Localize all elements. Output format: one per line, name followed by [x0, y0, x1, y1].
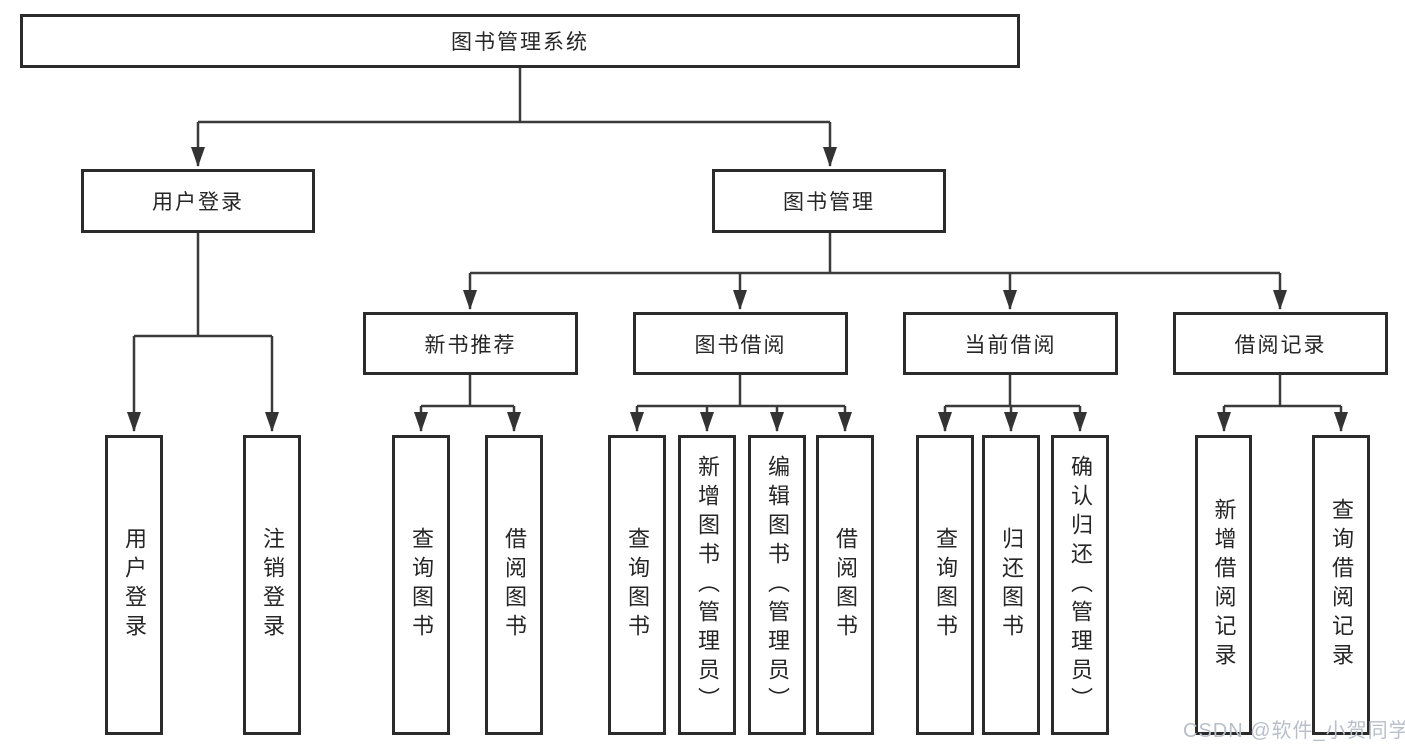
node-leaf-query-books-current: 查询图书: [916, 435, 974, 735]
node-label: 借阅记录: [1234, 333, 1327, 357]
node-label: 编辑图书（管理员）: [765, 454, 790, 716]
node-label: 新书推荐: [424, 333, 517, 357]
node-leaf-confirm-return-admin: 确认归还（管理员）: [1051, 435, 1109, 735]
node-label: 借阅图书: [502, 527, 527, 643]
node-label: 确认归还（管理员）: [1068, 454, 1093, 716]
node-borrowing-records: 借阅记录: [1173, 312, 1388, 375]
node-root-system: 图书管理系统: [20, 14, 1020, 68]
csdn-watermark: CSDN @软件_小贺同学: [1183, 720, 1405, 742]
node-leaf-borrow-books: 借阅图书: [816, 435, 874, 735]
node-label: 查询图书: [625, 527, 650, 643]
node-label: 归还图书: [999, 527, 1024, 643]
node-new-book-recommendation: 新书推荐: [363, 312, 578, 375]
node-label: 查询图书: [409, 527, 434, 643]
node-current-borrowing: 当前借阅: [903, 312, 1118, 375]
node-leaf-query-books-recommend: 查询图书: [392, 435, 450, 735]
node-label: 新增借阅记录: [1211, 498, 1237, 672]
node-label: 查询借阅记录: [1329, 498, 1354, 672]
node-leaf-user-login: 用户登录: [105, 435, 163, 735]
node-label: 查询图书: [933, 527, 958, 643]
node-user-login: 用户登录: [81, 169, 315, 233]
node-leaf-return-books: 归还图书: [982, 435, 1040, 735]
node-leaf-edit-books-admin: 编辑图书（管理员）: [748, 435, 806, 735]
node-leaf-query-books-borrowing: 查询图书: [608, 435, 666, 735]
node-label: 注销登录: [260, 527, 285, 643]
node-label: 新增图书（管理员）: [695, 454, 720, 716]
node-leaf-borrow-books-recommend: 借阅图书: [485, 435, 543, 735]
node-book-management: 图书管理: [712, 169, 946, 233]
node-label: 用户登录: [152, 191, 244, 214]
node-leaf-add-books-admin: 新增图书（管理员）: [678, 435, 736, 735]
node-label: 当前借阅: [964, 333, 1057, 357]
node-root-label: 图书管理系统: [451, 31, 589, 54]
node-leaf-logout: 注销登录: [243, 435, 301, 735]
node-book-borrowing: 图书借阅: [633, 312, 848, 375]
node-leaf-query-borrow-record: 查询借阅记录: [1312, 435, 1370, 735]
node-label: 图书管理: [783, 191, 875, 214]
node-label: 图书借阅: [694, 333, 787, 357]
node-label: 借阅图书: [833, 527, 858, 643]
node-label: 用户登录: [122, 527, 147, 643]
node-leaf-add-borrow-record: 新增借阅记录: [1195, 435, 1252, 735]
